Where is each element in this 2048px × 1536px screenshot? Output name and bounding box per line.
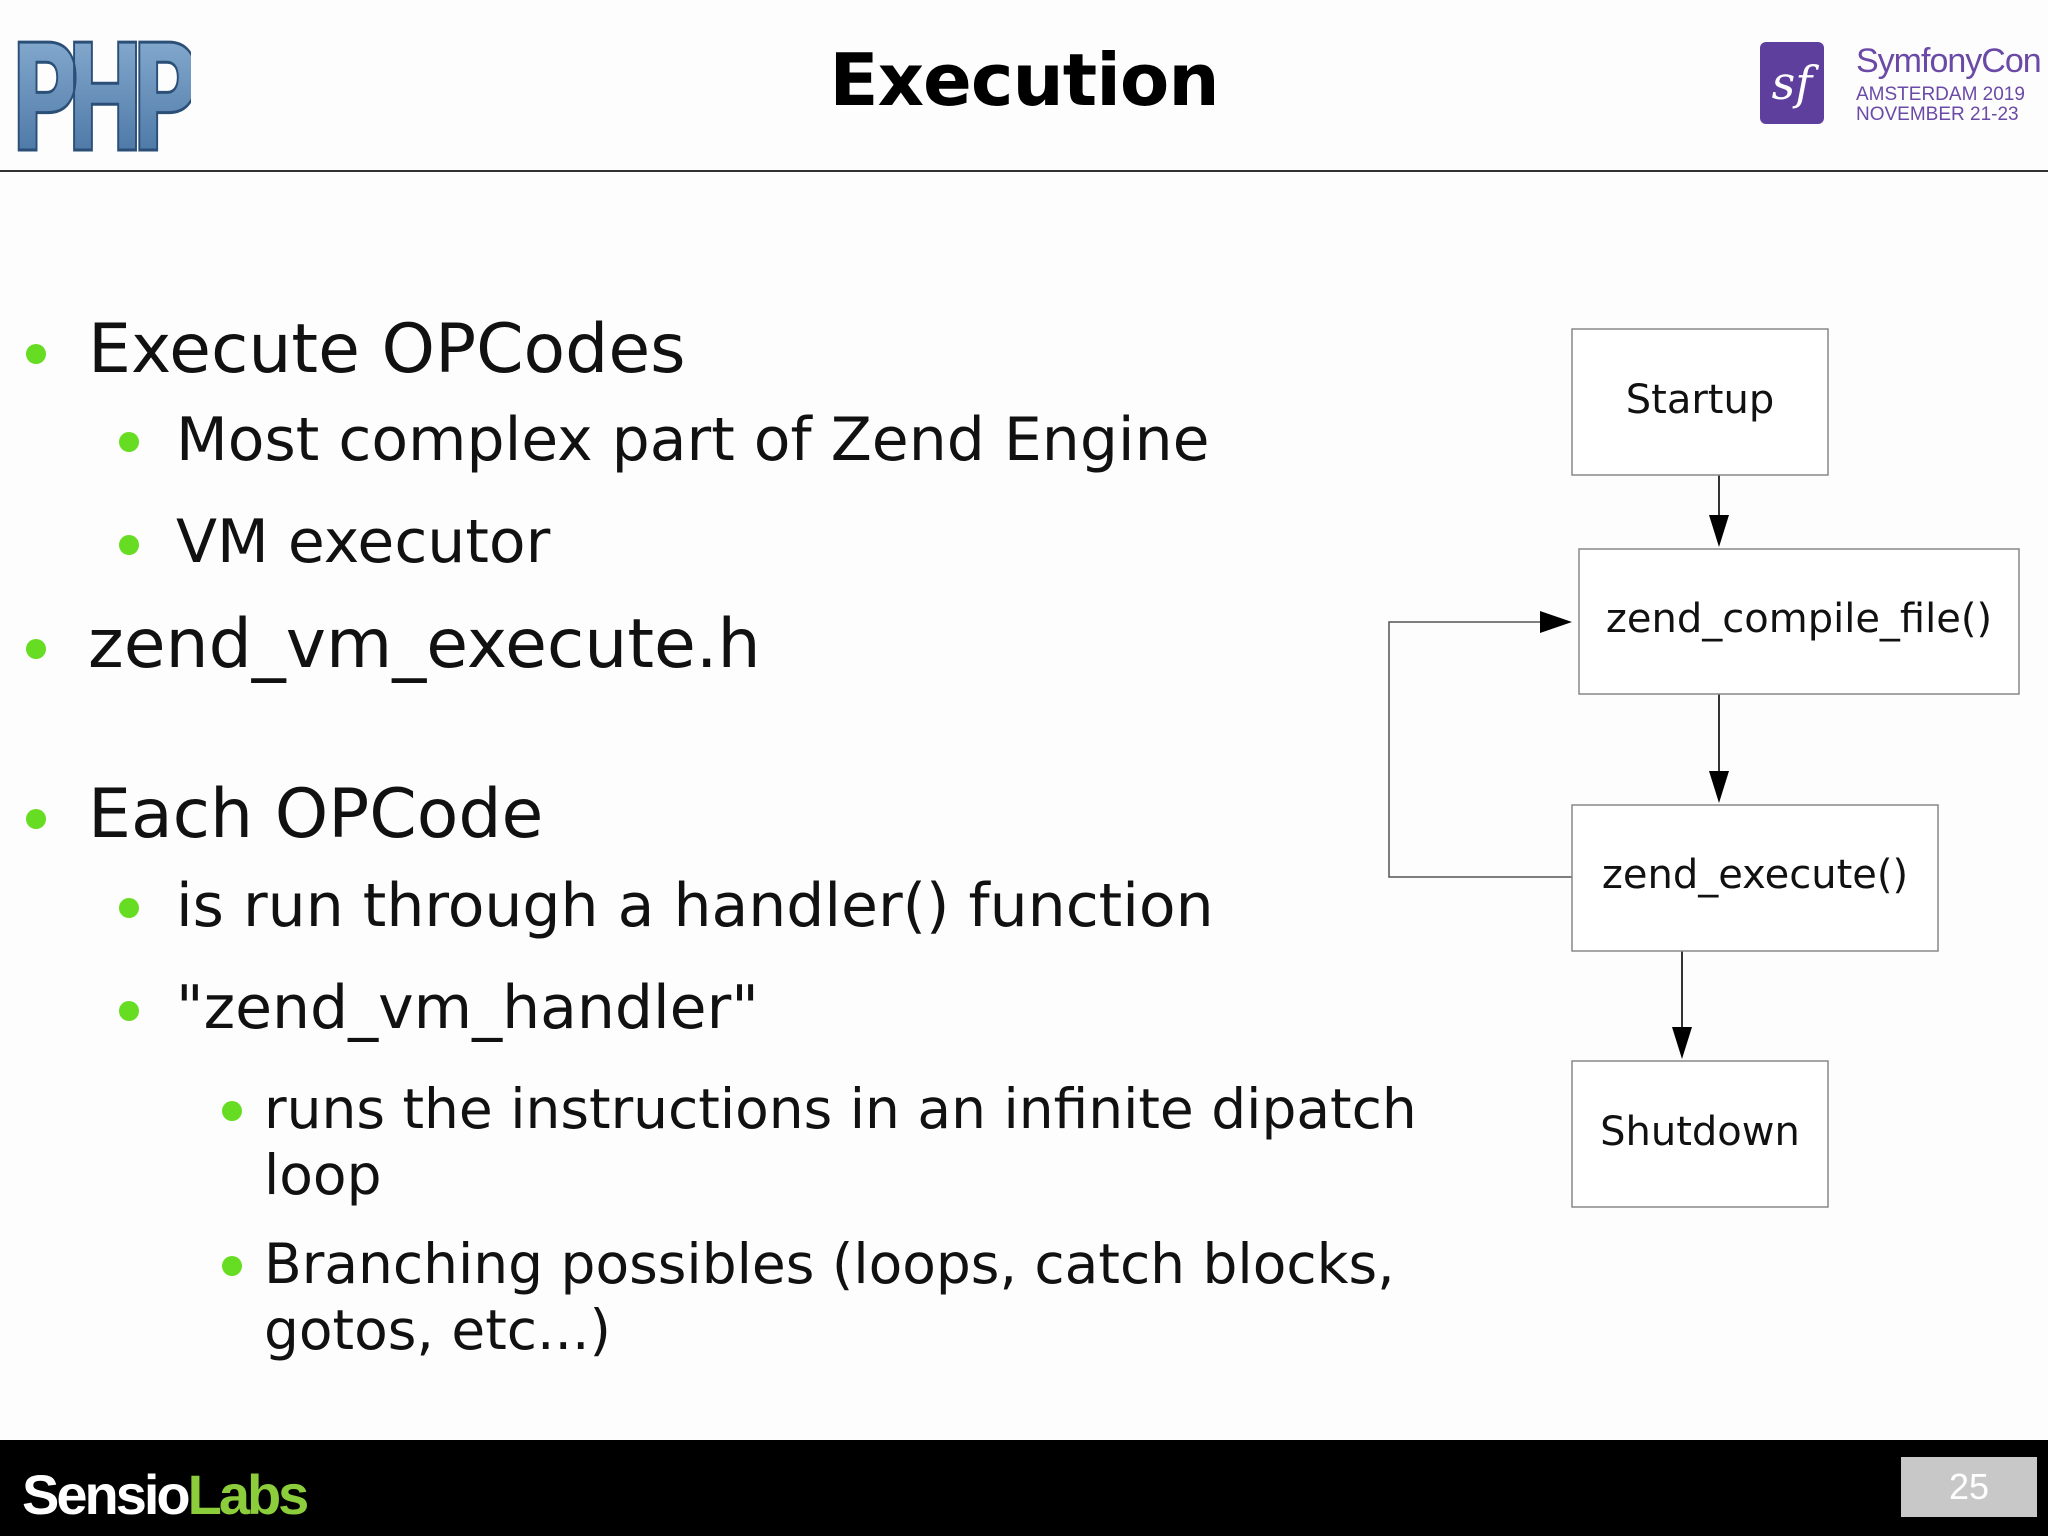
arrow-head <box>1672 1027 1692 1059</box>
php-logo-text: PHP <box>10 13 191 160</box>
node-zend-compile-file-label: zend_compile_file() <box>1606 596 1992 642</box>
node-shutdown-label: Shutdown <box>1600 1109 1800 1155</box>
bullet-item: VM executor <box>176 507 551 577</box>
bullet-marker <box>119 1001 139 1021</box>
slide-footer: SensioLabs 25 <box>0 1440 2048 1536</box>
symfony-sf-icon: sf <box>1760 42 1824 124</box>
arrow-head <box>1709 771 1729 803</box>
node-shutdown: Shutdown <box>1571 1060 1829 1208</box>
sensiolabs-logo-part2: Labs <box>187 1463 310 1526</box>
symfonycon-logo: sf SymfonyCon AMSTERDAM 2019 NOVEMBER 21… <box>1760 40 2042 130</box>
node-zend-execute-label: zend_execute() <box>1602 852 1908 898</box>
arrow-head <box>1709 515 1729 547</box>
bullet-marker <box>26 809 46 829</box>
bullet-marker <box>222 1256 242 1276</box>
page-number: 25 <box>1901 1457 2037 1517</box>
bullet-item-line: loop <box>264 1143 382 1207</box>
bullet-item-line: gotos, etc...) <box>264 1298 611 1362</box>
sensiolabs-logo-part1: Sensio <box>22 1463 191 1526</box>
bullet-item: Each OPCode <box>88 775 544 854</box>
bullet-marker <box>119 898 139 918</box>
conference-city-year: AMSTERDAM 2019 <box>1856 84 2025 105</box>
bullet-item: is run through a handler() function <box>176 871 1214 941</box>
bullet-marker <box>26 344 46 364</box>
bullet-item-line: runs the instructions in an infinite dip… <box>264 1077 1417 1141</box>
conference-dates: NOVEMBER 21-23 <box>1856 104 2019 125</box>
bullet-item: Execute OPCodes <box>88 310 686 389</box>
conference-name: SymfonyCon <box>1856 42 2042 80</box>
php-logo: PHP <box>9 12 192 161</box>
slide-title: Execution <box>829 38 1219 122</box>
bullet-marker <box>119 432 139 452</box>
node-zend-compile-file: zend_compile_file() <box>1578 548 2020 695</box>
edge-execute-loopback <box>1388 621 1572 878</box>
node-startup: Startup <box>1571 328 1829 476</box>
arrow-head <box>1540 611 1572 633</box>
node-startup-label: Startup <box>1626 377 1774 423</box>
bullet-marker <box>119 535 139 555</box>
header-divider <box>0 170 2048 172</box>
sensiolabs-logo: SensioLabs <box>22 1462 310 1527</box>
bullet-item: Most complex part of Zend Engine <box>176 405 1210 475</box>
bullet-item: zend_vm_execute.h <box>88 605 761 684</box>
bullet-marker <box>222 1101 242 1121</box>
bullet-item: "zend_vm_handler" <box>176 973 759 1043</box>
node-zend-execute: zend_execute() <box>1571 804 1939 952</box>
bullet-marker <box>26 639 46 659</box>
bullet-item-line: Branching possibles (loops, catch blocks… <box>264 1232 1395 1296</box>
slide-header: PHP Execution sf SymfonyCon AMSTERDAM 20… <box>0 0 2048 172</box>
